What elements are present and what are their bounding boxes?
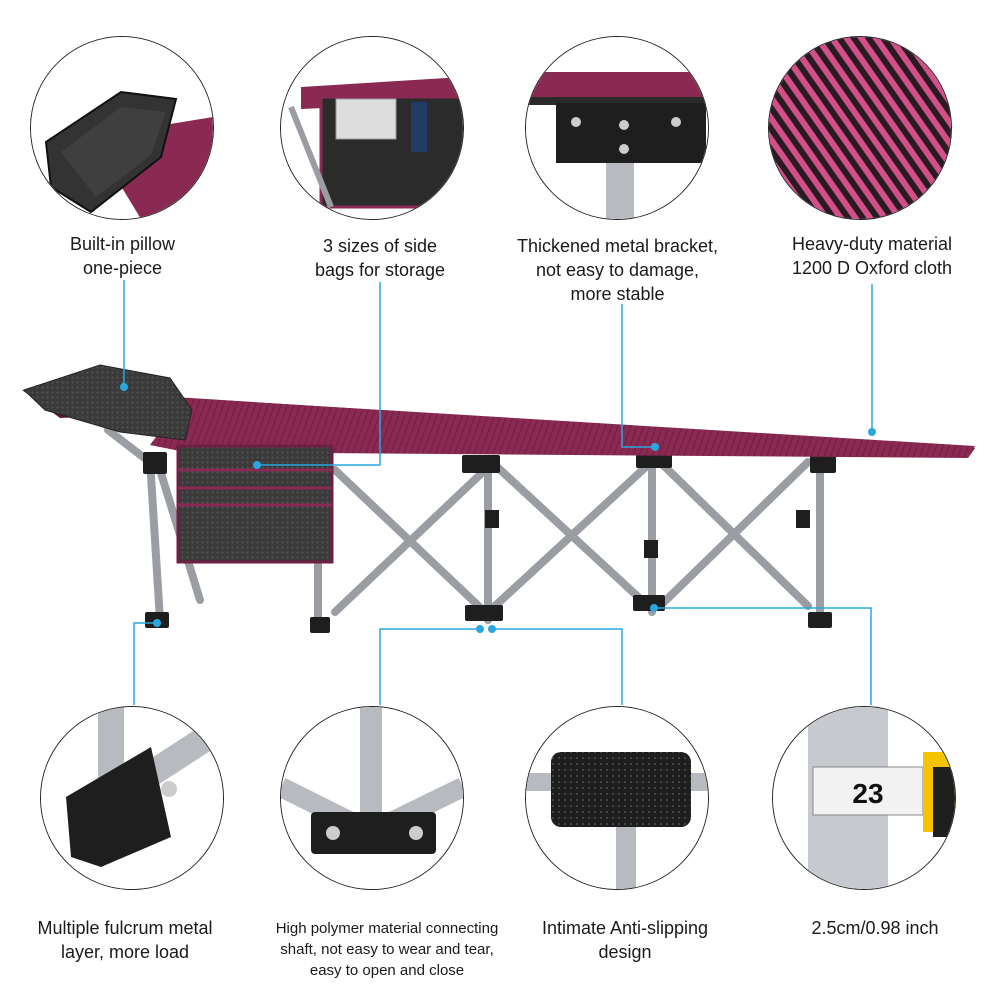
caption-line: one-piece (82, 258, 163, 278)
caption-line: bags for storage (314, 260, 446, 280)
caption-line: more stable (570, 284, 665, 304)
caption-line: easy to open and close (309, 962, 465, 979)
polymer-shaft-detail-icon (280, 706, 464, 890)
caption-metal-bracket: Thickened metal bracket, not easy to dam… (500, 234, 735, 306)
caption-line: shaft, not easy to wear and tear, (280, 941, 494, 958)
metal-bracket-detail-icon (525, 36, 709, 220)
caption-line: not easy to damage, (535, 260, 700, 280)
caption-line: Heavy-duty material (791, 234, 953, 254)
caption-line: Multiple fulcrum metal (37, 918, 213, 938)
caption-built-in-pillow: Built-in pillow one-piece (40, 232, 205, 280)
caption-polymer-shaft: High polymer material connecting shaft, … (262, 918, 512, 981)
caption-side-bags: 3 sizes of side bags for storage (295, 234, 465, 282)
caption-line: 3 sizes of side (322, 236, 438, 256)
anti-slip-foot-detail-icon (525, 706, 709, 890)
caption-tube-diameter: 2.5cm/0.98 inch (790, 916, 960, 940)
caption-line: Thickened metal bracket, (516, 236, 719, 256)
caption-line: 2.5cm/0.98 inch (811, 918, 939, 938)
fulcrum-joint-detail-icon (40, 706, 224, 890)
caption-line: Built-in pillow (69, 234, 176, 254)
side-bag-detail-icon (280, 36, 464, 220)
caption-line: design (598, 942, 652, 962)
caption-oxford-cloth: Heavy-duty material 1200 D Oxford cloth (772, 232, 972, 280)
caption-fulcrum-metal: Multiple fulcrum metal layer, more load (20, 916, 230, 964)
caption-line: 1200 D Oxford cloth (791, 258, 953, 278)
caption-anti-slip: Intimate Anti-slipping design (520, 916, 730, 964)
tube-diameter-detail-icon: 23 (772, 706, 956, 890)
caption-line: High polymer material connecting (275, 920, 499, 937)
oxford-cloth-detail-icon (768, 36, 952, 220)
caption-line: layer, more load (60, 942, 190, 962)
caption-line: Intimate Anti-slipping (541, 918, 709, 938)
pillow-detail-icon (30, 36, 214, 220)
tape-measure-digits: 23 (852, 778, 883, 809)
